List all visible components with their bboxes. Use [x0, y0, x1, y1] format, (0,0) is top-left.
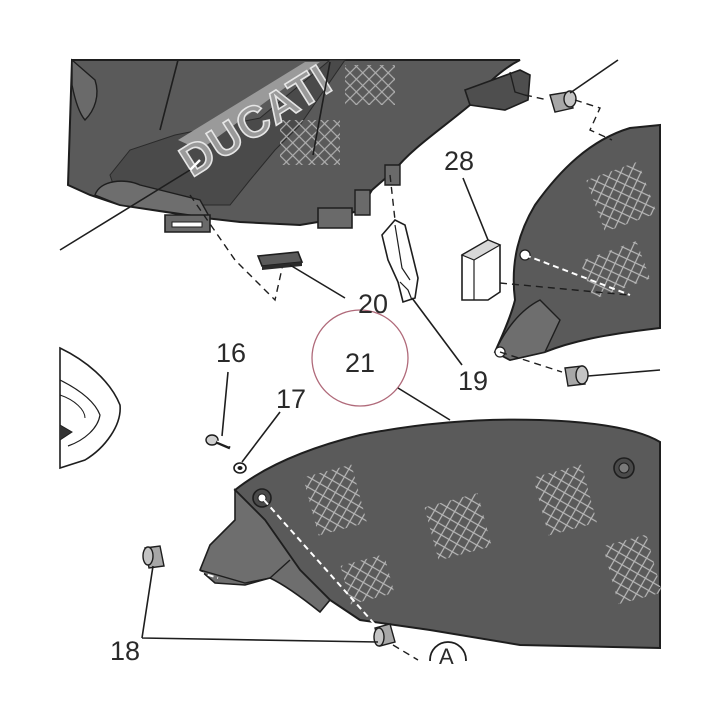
leader-line-16: [221, 371, 229, 437]
leader-line-bushing-right: [587, 369, 661, 377]
callout-17: 17: [276, 384, 306, 414]
left-edge-component: [59, 346, 121, 470]
tank-cover-panel: DUCATI: [66, 55, 531, 233]
leader-line-tank-1: [159, 59, 179, 131]
callout-16: 16: [216, 338, 246, 368]
part-28-rubber-block: [460, 239, 502, 301]
dashed-assembly-right-mid: [499, 351, 563, 373]
part-17-washer: [233, 462, 247, 474]
callout-ref-a: A: [439, 644, 454, 669]
dashed-assembly-top-right: [524, 94, 613, 141]
callout-20: 20: [358, 289, 388, 319]
dashed-assembly-mid: [389, 174, 396, 221]
dashed-assembly-lower-left: [159, 559, 219, 579]
dashed-assembly-lower-diag: [263, 499, 379, 629]
bushing-top-right: [549, 90, 577, 113]
leader-line-21: [397, 387, 451, 421]
leader-line-tank-2: [312, 61, 331, 156]
part-16-screw: [205, 434, 231, 450]
part-18-bushing-bottom: [373, 623, 396, 647]
leader-line-bushing-top: [569, 59, 619, 94]
dashed-assembly-left: [189, 194, 286, 302]
leader-line-20: [289, 264, 346, 299]
dashed-assembly-a: [392, 644, 419, 661]
callout-28: 28: [444, 146, 474, 176]
highlight-circle-21: [311, 309, 409, 407]
leader-line-tank-3: [59, 169, 191, 251]
leader-line-28: [462, 177, 489, 241]
bushing-right-middle: [564, 365, 589, 387]
callout-21: 21: [345, 348, 375, 378]
callout-19: 19: [458, 366, 488, 396]
part-19-clip: [381, 219, 419, 304]
part-18-bushing-left: [142, 545, 165, 569]
dashed-assembly-28: [499, 282, 629, 296]
leader-line-18: [141, 565, 379, 643]
callout-18: 18: [110, 636, 140, 666]
side-panel-right: [493, 123, 661, 362]
main-lower-side-panel: [199, 418, 662, 650]
dashed-assembly-right-panel: [524, 254, 631, 296]
leader-line-17: [241, 411, 281, 463]
leader-line-19: [411, 297, 463, 366]
part-20-pad: [256, 251, 304, 270]
